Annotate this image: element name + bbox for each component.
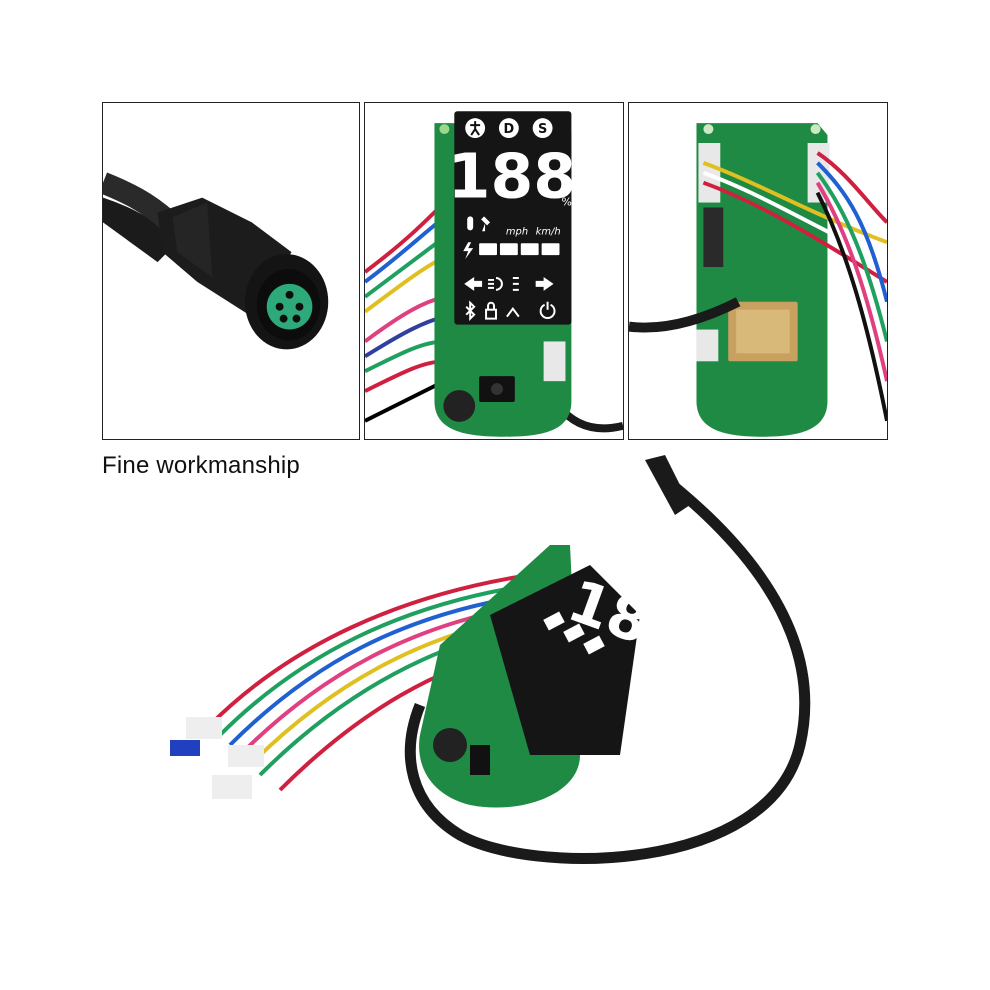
arrow-left-icon (464, 276, 483, 291)
signal-cable (404, 470, 811, 864)
display-back-panel (628, 102, 888, 440)
headlight-icon (495, 276, 503, 291)
mph-unit: mph (506, 226, 528, 237)
mode-d-label: D (504, 122, 515, 137)
bluetooth-icon (465, 300, 476, 322)
lcd-panel (490, 565, 640, 755)
kmh-unit: km/h (536, 226, 561, 237)
cable-connector (645, 455, 690, 515)
display-back-image (629, 123, 887, 437)
lock-icon (485, 308, 497, 320)
battery-bar-2 (499, 243, 518, 256)
battery-bar-4 (541, 243, 560, 256)
display-front-image: D S 188 % mph km/h (365, 111, 623, 437)
bolt-icon (463, 242, 474, 260)
product-main-image: 188 (150, 455, 850, 885)
display-front-panel: D S 188 % mph km/h (364, 102, 624, 440)
blue-plug (170, 740, 200, 756)
percent-unit: % (561, 196, 571, 209)
white-plug-3 (212, 775, 252, 799)
battery-bar-1 (479, 243, 497, 256)
white-plug-1 (186, 717, 222, 739)
connector-insert (266, 283, 313, 330)
speed-readout: 188 (448, 141, 576, 213)
auto-light-icon (512, 276, 519, 291)
battery-bar-3 (520, 243, 539, 256)
cruise-icon (506, 307, 520, 318)
product-assembly: 188 (170, 455, 811, 864)
thermometer-icon (467, 216, 474, 231)
caption-text: Fine workmanship (102, 452, 300, 479)
connector-closeup-panel (102, 102, 360, 440)
arrow-right-icon (535, 276, 554, 291)
white-plug-2 (228, 745, 264, 767)
connector-closeup-image (103, 172, 329, 350)
mode-s-label: S (538, 122, 547, 137)
power-icon (539, 301, 556, 319)
